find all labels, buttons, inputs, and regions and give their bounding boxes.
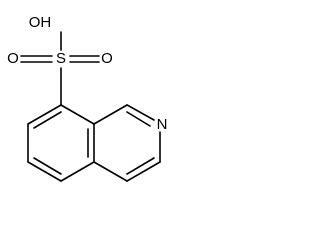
bond-c1-n2-inner — [126, 111, 151, 127]
bond-c5-c6 — [27, 161, 62, 182]
atom-n: N — [157, 116, 168, 133]
pyridine-ring: N — [93, 104, 168, 182]
bond-c4-c4a — [93, 161, 128, 182]
bond-c3-c4 — [126, 161, 161, 182]
bond-c4a-c5 — [60, 161, 95, 182]
bond-c7-c8 — [27, 104, 62, 125]
bond-c8a-c1 — [93, 104, 128, 125]
atom-s: S — [56, 50, 66, 67]
bond-c8-c7-inner — [33, 111, 62, 129]
benzene-ring — [27, 104, 95, 182]
bond-c6-c5-inner — [33, 157, 62, 175]
atom-o-right: O — [101, 50, 113, 67]
sulfonic-acid-group: OH O S O — [7, 14, 113, 106]
isoquinoline-sulfonic-acid-structure: OH O S O N — [7, 14, 168, 182]
bond-c8-c8a — [60, 104, 95, 125]
atom-o-left: O — [7, 50, 19, 67]
atom-oh: OH — [29, 14, 52, 31]
bond-c1-n2 — [126, 104, 155, 121]
bond-c3-c4-inner — [126, 157, 155, 175]
